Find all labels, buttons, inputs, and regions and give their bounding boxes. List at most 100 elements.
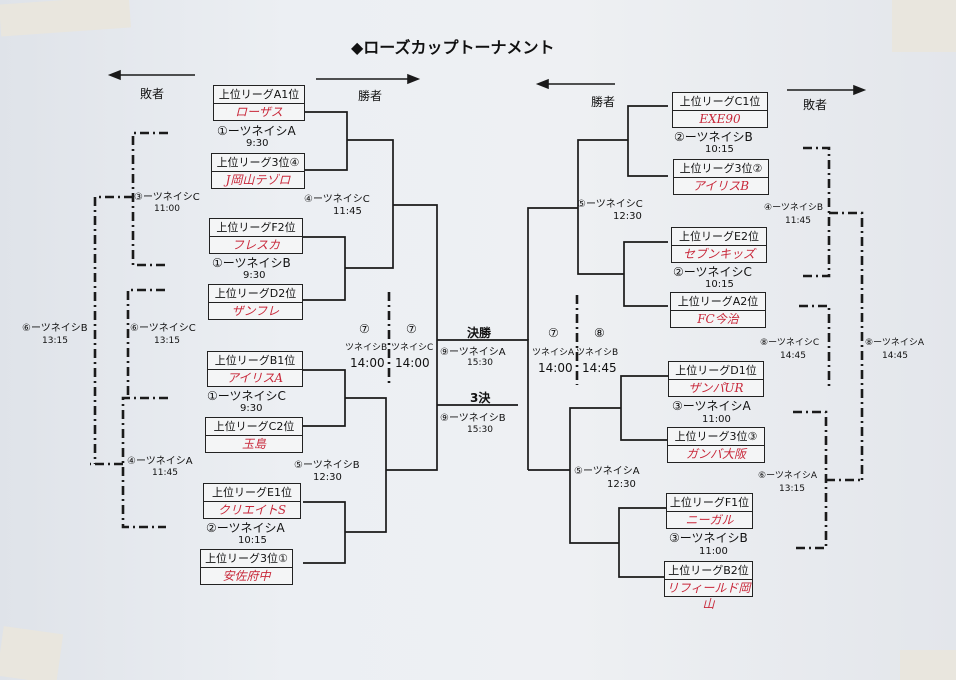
team-name: ローザス (235, 105, 283, 119)
team-seed: 上位リーグE2位 (672, 228, 766, 246)
loser-match-venue: ⑥ーツネイシC (130, 323, 196, 334)
match-time: 14:00 (395, 356, 430, 370)
direction-arrows (107, 69, 867, 96)
team-seed: 上位リーグC1位 (673, 93, 767, 111)
bracket-solid-lines (303, 105, 668, 578)
match-time: 10:15 (705, 279, 734, 290)
match-time: 12:30 (613, 211, 642, 222)
page-title: ◆ローズカップトーナメント (351, 38, 555, 57)
match-venue: ③ーツネイシA (672, 399, 751, 413)
match-time: 14:00 (538, 361, 573, 375)
team-seed: 上位リーグE1位 (204, 484, 300, 502)
team-seed: 上位リーグ3位① (201, 550, 292, 568)
team-box: 上位リーグD1位 ザンパUR (668, 361, 764, 397)
third-place-time: 15:30 (467, 425, 493, 435)
match-time: 9:30 (246, 138, 269, 149)
match-venue: ②ーツネイシC (673, 265, 752, 279)
team-name: FC今治 (697, 312, 739, 326)
team-name: クリエイトS (217, 503, 287, 517)
match-venue: ツネイシC (391, 343, 434, 353)
team-box: 上位リーグA2位 FC今治 (670, 292, 766, 328)
match-venue: ⑤ーツネイシC (577, 199, 643, 210)
team-box: 上位リーグ3位③ ガンバ大阪 (667, 427, 765, 463)
label-right-loser: 敗者 (803, 98, 828, 112)
third-place-label: 3決 (470, 391, 491, 405)
third-place-venue: ⑨ーツネイシB (440, 413, 506, 424)
loser-match-venue: ⑧ーツネイシC (760, 338, 820, 348)
loser-match-time: 13:15 (779, 484, 805, 494)
loser-match-venue: ⑥ーツネイシA (758, 471, 818, 481)
team-seed: 上位リーグD2位 (209, 285, 302, 303)
team-box: 上位リーグE2位 セブンキッズ (671, 227, 767, 263)
team-box: 上位リーグC1位 EXE90 (672, 92, 768, 128)
team-seed: 上位リーグB2位 (665, 562, 752, 580)
team-seed: 上位リーグ3位④ (212, 154, 304, 172)
team-name: ニーガル (685, 513, 734, 527)
match-number: ⑧ (594, 326, 605, 340)
match-venue: ②ーツネイシA (206, 521, 285, 535)
match-time: 11:45 (333, 206, 362, 217)
match-number: ⑦ (548, 326, 559, 340)
team-name: ザンパUR (688, 381, 744, 395)
final-label: 決勝 (467, 326, 492, 340)
team-box: 上位リーグA1位 ローザス (213, 85, 305, 121)
team-seed: 上位リーグ3位③ (668, 428, 764, 446)
loser-match-venue: ⑧ーツネイシA (865, 338, 925, 348)
team-seed: 上位リーグF1位 (667, 494, 752, 512)
match-venue: ①ーツネイシA (217, 124, 296, 138)
loser-match-time: 13:15 (42, 336, 68, 346)
match-time: 14:45 (582, 361, 617, 375)
team-name: 玉島 (241, 437, 266, 451)
loser-match-time: 14:45 (882, 351, 908, 361)
match-time: 10:15 (238, 535, 267, 546)
team-box: 上位リーグE1位 クリエイトS (203, 483, 301, 519)
loser-match-venue: ④ーツネイシB (764, 203, 824, 213)
team-box: 上位リーグ3位④ J岡山テゾロ (211, 153, 305, 189)
team-box: 上位リーグF2位 フレスカ (209, 218, 303, 254)
loser-match-time: 14:45 (780, 351, 806, 361)
team-box: 上位リーグF1位 ニーガル (666, 493, 753, 529)
match-venue: ツネイシB (576, 348, 619, 358)
loser-match-time: 11:45 (785, 216, 811, 226)
label-left-loser: 敗者 (140, 87, 165, 101)
team-name: セブンキッズ (682, 247, 755, 261)
team-seed: 上位リーグC2位 (206, 418, 302, 436)
match-number: ⑦ (359, 322, 370, 336)
team-seed: 上位リーグA1位 (214, 86, 304, 104)
match-venue: ②ーツネイシB (674, 130, 753, 144)
final-venue: ⑨ーツネイシA (440, 347, 506, 358)
loser-match-time: 11:00 (154, 204, 180, 214)
team-name: J岡山テゾロ (225, 173, 291, 187)
match-time: 10:15 (705, 144, 734, 155)
team-box: 上位リーグB1位 アイリスA (207, 351, 303, 387)
label-left-winner: 勝者 (358, 89, 383, 103)
team-name: 安佐府中 (222, 569, 271, 583)
match-venue: ③ーツネイシB (669, 531, 748, 545)
match-time: 14:00 (350, 356, 385, 370)
match-time: 12:30 (313, 472, 342, 483)
team-name: EXE90 (699, 112, 741, 126)
team-name: アイリスB (692, 179, 750, 193)
tape-bottom-right (900, 650, 956, 680)
team-box: 上位リーグD2位 ザンフレ (208, 284, 303, 320)
match-venue: ⑤ーツネイシB (294, 460, 360, 471)
team-box: 上位リーグB2位 リフィールド岡山 (664, 561, 753, 611)
match-venue: ①ーツネイシC (207, 389, 286, 403)
team-box: 上位リーグ3位② アイリスB (673, 159, 769, 195)
team-seed: 上位リーグ3位② (674, 160, 768, 178)
team-seed: 上位リーグB1位 (208, 352, 302, 370)
loser-match-venue: ③ーツネイシC (134, 192, 200, 203)
team-seed: 上位リーグA2位 (671, 293, 765, 311)
match-time: 9:30 (243, 270, 266, 281)
team-box: 上位リーグ3位① 安佐府中 (200, 549, 293, 585)
match-time: 11:00 (702, 414, 731, 425)
loser-match-venue: ④ーツネイシA (127, 456, 193, 467)
loser-match-venue: ⑥ーツネイシB (22, 323, 88, 334)
loser-match-time: 11:45 (152, 468, 178, 478)
match-venue: ①ーツネイシB (212, 256, 291, 270)
team-name: フレスカ (231, 238, 280, 252)
team-box: 上位リーグC2位 玉島 (205, 417, 303, 453)
team-seed: 上位リーグF2位 (210, 219, 302, 237)
